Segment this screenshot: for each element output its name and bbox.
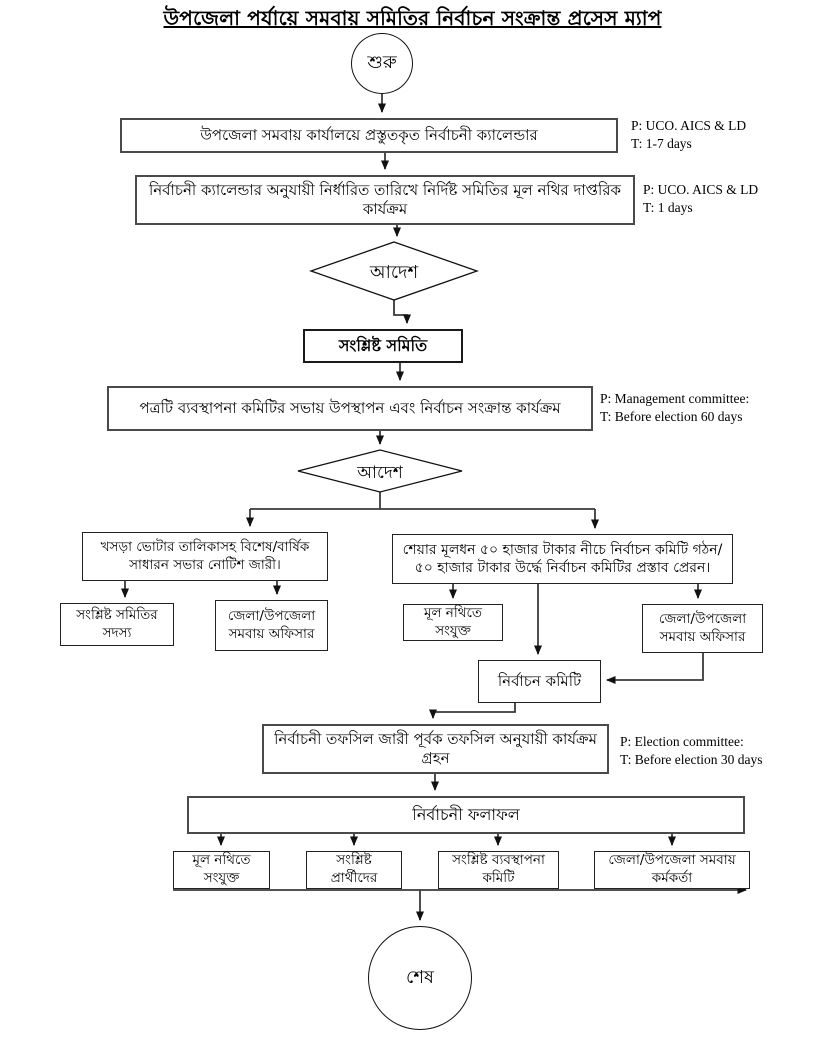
target-society-members: সংশ্লিষ্ট সমিতির সদস্য [60, 603, 174, 646]
process-schedule-action: নির্বাচনী তফসিল জারী পূর্বক তফসিল অনুযায… [262, 724, 609, 774]
decision-diamond-2 [297, 449, 463, 493]
decision-order-1-label: আদেশ [369, 262, 419, 283]
process-official-activity: নির্বাচনী ক্যালেন্ডার অনুযায়ী নির্ধারিত… [135, 175, 635, 225]
result-recipient-main-file: মূল নথিতে সংযুক্ত [173, 851, 270, 889]
note-official-activity: P: UCO. AICS & LD T: 1 days [643, 181, 758, 217]
result-recipient-candidates: সংশ্লিষ্ট প্রার্থীদের [306, 851, 402, 889]
note-management-committee: P: Management committee: T: Before elect… [600, 390, 749, 426]
process-election-results: নির্বাচনী ফলাফল [187, 796, 745, 834]
note-official-activity-p: P: UCO. AICS & LD [643, 182, 759, 197]
process-election-committee: নির্বাচন কমিটি [478, 660, 601, 703]
note-election-committee: P: Election committee: T: Before electio… [620, 733, 763, 769]
note-management-committee-p: P: Management committee: [600, 391, 750, 406]
process-voter-list-notice: খসড়া ভোটার তালিকাসহ বিশেষ/বার্ষিক সাধার… [82, 532, 328, 581]
process-committee-presentation: পত্রটি ব্যবস্থাপনা কমিটির সভায় উপস্থাপন… [107, 386, 593, 431]
process-election-calendar: উপজেলা সমবায় কার্যালয়ে প্রস্তুতকৃত নির… [120, 118, 618, 153]
target-district-officer-left: জেলা/উপজেলা সমবায় অফিসার [215, 600, 328, 651]
page-title: উপজেলা পর্যায়ে সমবায় সমিতির নির্বাচন স… [163, 6, 662, 30]
result-recipient-district-officer: জেলা/উপজেলা সমবায় কর্মকর্তা [594, 851, 750, 889]
note-calendar: P: UCO. AICS & LD T: 1-7 days [631, 117, 746, 153]
decision-order-2-label: আদেশ [357, 463, 403, 483]
process-share-capital: শেয়ার মূলধন ৫০ হাজার টাকার নীচে নির্বাচ… [392, 534, 733, 584]
note-official-activity-t: T: 1 days [643, 200, 693, 216]
process-related-society: সংশ্লিষ্ট সমিতি [303, 329, 463, 363]
decision-diamond-1 [309, 241, 479, 301]
end-terminal: শেষ [368, 926, 472, 1030]
target-main-file-attached: মূল নথিতে সংযুক্ত [403, 604, 503, 641]
result-recipient-management-committee: সংশ্লিষ্ট ব্যবস্থাপনা কমিটি [438, 851, 559, 889]
start-terminal: শুরু [351, 33, 413, 94]
target-district-officer-right: জেলা/উপজেলা সমবায় অফিসার [642, 604, 763, 653]
note-election-committee-t: T: Before election 30 days [620, 752, 763, 768]
note-calendar-p: P: UCO. AICS & LD [631, 118, 747, 133]
note-management-committee-t: T: Before election 60 days [600, 409, 743, 425]
note-election-committee-p: P: Election committee: [620, 734, 744, 749]
note-calendar-t: T: 1-7 days [631, 136, 692, 152]
